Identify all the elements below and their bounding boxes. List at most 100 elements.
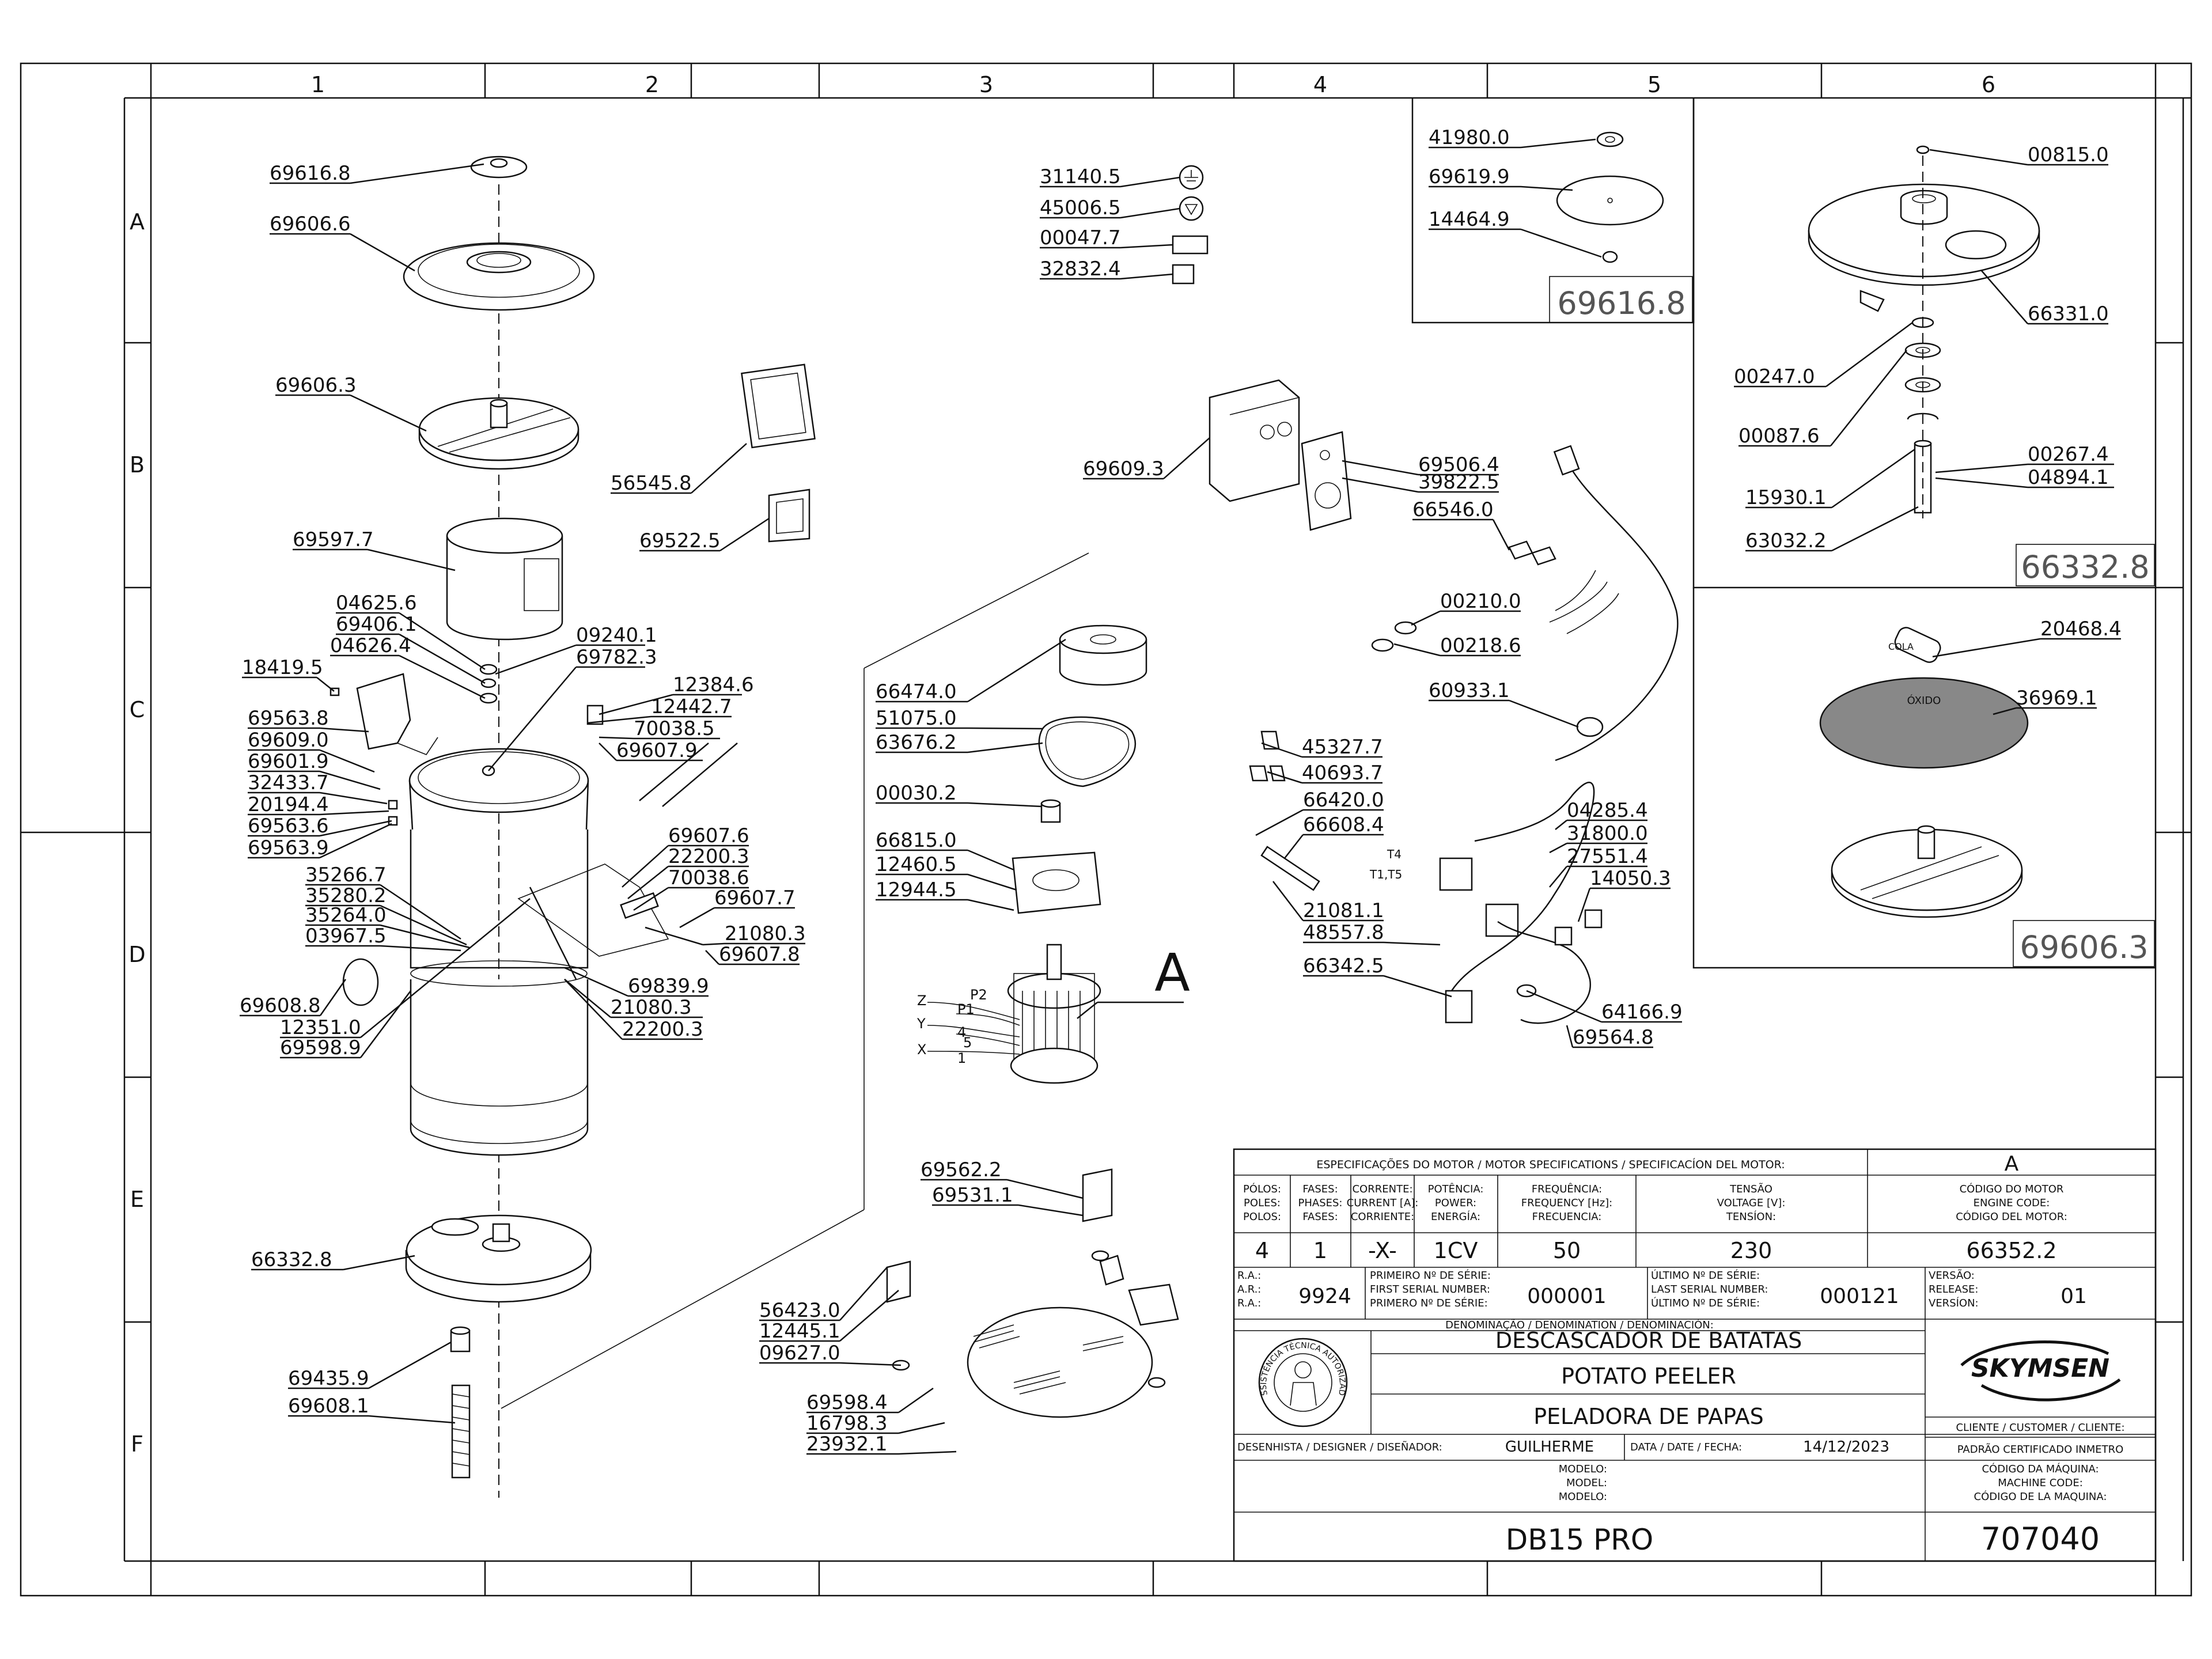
model-label-es: MODELO:: [1559, 1491, 1607, 1503]
leader-lines: [240, 138, 2121, 1455]
detail-box-title: 66332.8: [2021, 549, 2149, 585]
part-number-label: 03967.5: [305, 925, 387, 948]
part-number-label: 69564.8: [1573, 1026, 1654, 1049]
part-number-label: 69406.1: [336, 613, 417, 636]
date-label: DATA / DATE / FECHA:: [1630, 1441, 1742, 1453]
brand-name: SKYMSEN: [1971, 1354, 2109, 1383]
skymsen-logo: SKYMSEN: [1960, 1340, 2121, 1402]
part-number-label: 23932.1: [806, 1433, 888, 1456]
part-number-label: 35266.7: [305, 863, 387, 887]
leader-line: [587, 715, 652, 724]
poles-header-en: POLES:: [1244, 1197, 1281, 1209]
part-number-label: 15930.1: [1745, 486, 1827, 509]
motor-wire-label: Y: [916, 1016, 926, 1032]
leader-line: [564, 979, 611, 1018]
model-label-en: MODEL:: [1566, 1477, 1607, 1489]
leader-line: [319, 823, 392, 859]
part-number-label: 56423.0: [759, 1299, 840, 1322]
part-number-label: 60933.1: [1429, 679, 1510, 702]
detail-letter: A: [1154, 943, 1190, 1003]
leader-line: [599, 694, 673, 715]
terminal-label: T1,T5: [1369, 868, 1402, 881]
part-number-label: 66546.0: [1412, 498, 1494, 521]
part-number-label: 69506.4: [1418, 453, 1499, 476]
frequency-header-pt: FREQUÊNCIA:: [1532, 1183, 1602, 1195]
current-header-en: CURRENT [A]:: [1347, 1197, 1419, 1209]
leader-line: [599, 736, 634, 740]
leader-line: [898, 1387, 934, 1414]
part-number-label: 69606.3: [275, 374, 357, 397]
leader-line: [967, 849, 1014, 871]
leader-line: [399, 654, 486, 699]
last-serial-label-es: ÚLTIMO Nº DE SÉRIE:: [1651, 1297, 1760, 1309]
current-header-es: CORRIENTE:: [1351, 1211, 1414, 1223]
leader-line: [1520, 138, 1596, 149]
part-number-label: 63032.2: [1745, 529, 1827, 552]
leader-line: [319, 820, 392, 837]
motor-group-drawing: [501, 552, 1179, 1418]
part-number-label: 32433.7: [248, 771, 329, 794]
zone-row-E: E: [130, 1187, 144, 1212]
leader-line: [1825, 321, 1913, 388]
leader-line: [967, 638, 1066, 703]
leader-line: [380, 884, 461, 940]
part-number-label: 66342.5: [1303, 955, 1384, 978]
leader-line: [622, 845, 669, 888]
current-value: -X-: [1368, 1238, 1397, 1263]
part-number-label: 69531.1: [932, 1184, 1013, 1207]
main-machine-drawing: [329, 156, 816, 1498]
part-number-label: 00247.0: [1734, 365, 1815, 388]
part-number-label: 09240.1: [576, 624, 657, 647]
zone-col-3: 3: [979, 72, 993, 97]
part-number-label: 09627.0: [759, 1342, 840, 1365]
model-label-pt: MODELO:: [1559, 1463, 1607, 1475]
part-number-label: 69607.9: [616, 739, 698, 762]
glue-tag: COLA: [1888, 641, 1914, 652]
machine-code-label-pt: CÓDIGO DA MÁQUINA:: [1982, 1463, 2099, 1475]
detail-box-title: 69616.8: [1557, 285, 1685, 321]
leader-line: [1520, 185, 1573, 191]
detail-box-title: 69606.3: [2020, 929, 2148, 965]
leader-line: [1520, 228, 1602, 258]
part-labels: 69616.869606.669606.369597.704625.669406…: [240, 126, 2150, 1456]
part-number-label: 66608.4: [1303, 813, 1384, 836]
voltage-value: 230: [1730, 1238, 1772, 1263]
leader-line: [1272, 881, 1304, 921]
part-number-label: 18419.5: [242, 656, 323, 679]
part-number-label: 41980.0: [1429, 126, 1510, 149]
part-number-label: 14050.3: [1590, 867, 1671, 890]
power-header-es: ENERGÍA:: [1431, 1210, 1480, 1223]
leader-line: [1006, 1179, 1084, 1199]
zone-col-5: 5: [1647, 72, 1661, 97]
leader-line: [719, 517, 770, 552]
leader-line: [1120, 273, 1173, 280]
part-number-label: 00030.2: [876, 782, 957, 805]
part-number-label: 12944.5: [876, 878, 957, 902]
detail-box-66332.8: [1692, 98, 2156, 589]
power-value: 1CV: [1434, 1238, 1478, 1263]
leader-line: [1549, 842, 1567, 854]
motor-code-header-es: CÓDIGO DEL MOTOR:: [1956, 1210, 2067, 1223]
ra-label-pt: R.A.:: [1237, 1270, 1261, 1282]
part-number-label: 00087.6: [1738, 425, 1820, 448]
part-number-label: 70038.5: [634, 717, 715, 740]
frequency-header-es: FRECUENCIA:: [1532, 1211, 1602, 1223]
part-number-label: 69435.9: [288, 1367, 369, 1390]
leader-line: [319, 749, 375, 773]
part-number-label: 69616.8: [270, 162, 351, 185]
leader-line: [627, 866, 669, 899]
poles-header-pt: PÓLOS:: [1243, 1183, 1281, 1195]
leader-line: [1284, 834, 1304, 859]
model-value: DB15 PRO: [1506, 1523, 1654, 1556]
part-number-label: 22200.3: [668, 845, 749, 868]
designer-label: DESENHISTA / DESIGNER / DISEÑADOR:: [1237, 1441, 1442, 1453]
leader-line: [1383, 975, 1452, 998]
leader-line: [368, 1415, 456, 1424]
zone-labels: 1 2 3 4 5 6 A B C D E F: [128, 72, 1995, 1457]
part-number-label: 69598.9: [280, 1036, 361, 1059]
leader-line: [380, 904, 467, 946]
part-number-label: 14464.9: [1429, 208, 1510, 231]
leader-line: [350, 394, 427, 432]
oxide-tag: ÓXIDO: [1907, 694, 1941, 707]
